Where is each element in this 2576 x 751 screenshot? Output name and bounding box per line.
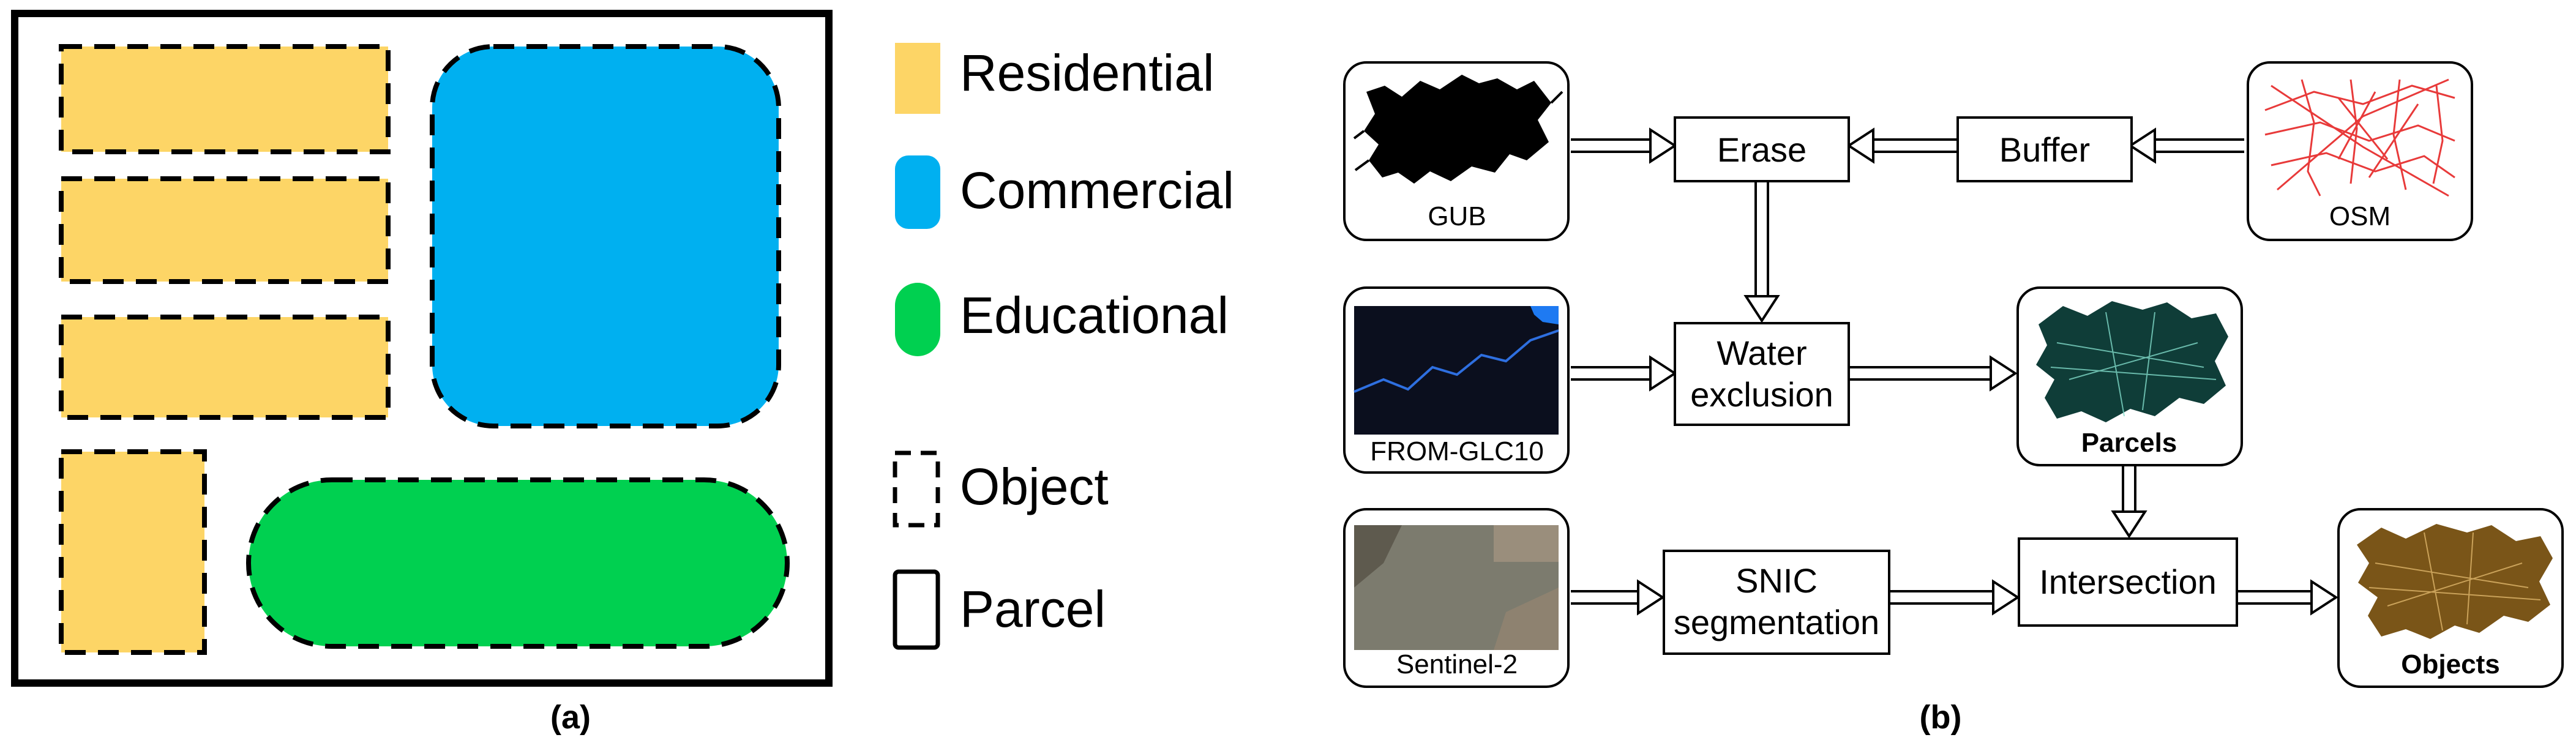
educational-object (246, 477, 790, 649)
output-parcels: Parcels (2016, 286, 2243, 466)
gub-map-tendril (1353, 91, 1563, 171)
flow-arrows (1571, 127, 2338, 616)
legend-label-educational: Educational (960, 286, 1229, 344)
panel-a: Residential Commercial Educational Objec… (11, 10, 1234, 736)
step-snic-label-line2: segmentation (1674, 603, 1879, 641)
input-from-glc10-label: FROM-GLC10 (1370, 436, 1544, 466)
step-water-exclusion-label-line1: Water (1717, 334, 1807, 372)
sentinel-2-terrain (1354, 525, 1402, 588)
from-glc10-water-map-image (1354, 306, 1559, 435)
output-objects-label: Objects (2401, 649, 2499, 679)
arrow-fromglc10-to-water-exclusion (1571, 355, 1677, 392)
arrow-water-exclusion-to-parcels (1846, 355, 2018, 392)
step-water-exclusion-label-line2: exclusion (1690, 375, 1833, 414)
objects-map-image (2357, 524, 2553, 639)
input-sentinel-2-label: Sentinel-2 (1396, 649, 1518, 679)
input-osm: OSM (2247, 61, 2473, 241)
output-parcels-label: Parcels (2081, 428, 2177, 458)
step-snic-segmentation: SNIC segmentation (1663, 550, 1890, 655)
step-intersection: Intersection (2018, 537, 2238, 627)
step-erase: Erase (1674, 116, 1850, 182)
residential-object (59, 449, 207, 655)
residential-object (59, 176, 391, 284)
arrow-intersection-to-objects (2238, 579, 2338, 616)
sentinel-2-terrain-2 (1494, 588, 1559, 650)
input-from-glc10: FROM-GLC10 (1343, 286, 1570, 474)
arrow-osm-to-buffer (2128, 127, 2244, 164)
arrow-erase-to-water-exclusion (1743, 181, 1780, 323)
panel-b-label: (b) (1920, 699, 1962, 736)
step-erase-label: Erase (1717, 130, 1807, 169)
arrow-parcels-to-intersection (2111, 464, 2147, 539)
residential-object (59, 315, 391, 420)
input-gub-label: GUB (1428, 201, 1486, 231)
parcels-boundaries (2050, 312, 2217, 417)
arrow-gub-to-erase (1571, 127, 1677, 164)
legend-label-residential: Residential (960, 44, 1215, 102)
step-buffer-label: Buffer (1999, 130, 2090, 169)
legend: Residential Commercial Educational Objec… (893, 43, 1234, 650)
panel-a-label: (a) (550, 699, 591, 736)
residential-object (59, 44, 391, 154)
arrow-sentinel2-to-snic (1571, 579, 1665, 616)
commercial-object (430, 44, 781, 428)
gub-map-image (1364, 75, 1551, 184)
objects-segments (2368, 532, 2541, 631)
legend-label-object: Object (960, 458, 1109, 515)
legend-label-commercial: Commercial (960, 162, 1234, 219)
input-gub: GUB (1343, 61, 1570, 241)
from-glc10-river (1354, 329, 1559, 393)
legend-swatch-educational (895, 283, 940, 356)
input-sentinel-2: Sentinel-2 (1343, 508, 1570, 688)
sentinel-2-patch (1494, 525, 1559, 562)
step-water-exclusion: Water exclusion (1674, 322, 1850, 426)
output-objects: Objects (2337, 508, 2564, 688)
arrow-snic-to-intersection (1889, 579, 2020, 616)
step-intersection-label: Intersection (2039, 562, 2217, 601)
legend-label-parcel: Parcel (960, 580, 1106, 638)
legend-swatch-parcel (893, 569, 940, 650)
legend-swatch-object (893, 450, 940, 528)
legend-swatch-residential (895, 43, 940, 114)
input-osm-label: OSM (2329, 201, 2391, 231)
legend-swatch-commercial (895, 155, 940, 229)
osm-road-network-image (2264, 78, 2455, 197)
panel-b: GUB OSM Erase (1343, 61, 2564, 736)
step-buffer: Buffer (1956, 116, 2133, 182)
from-glc10-lake (1530, 306, 1559, 324)
step-snic-label-line1: SNIC (1735, 561, 1818, 600)
arrow-buffer-to-erase (1846, 127, 1956, 164)
